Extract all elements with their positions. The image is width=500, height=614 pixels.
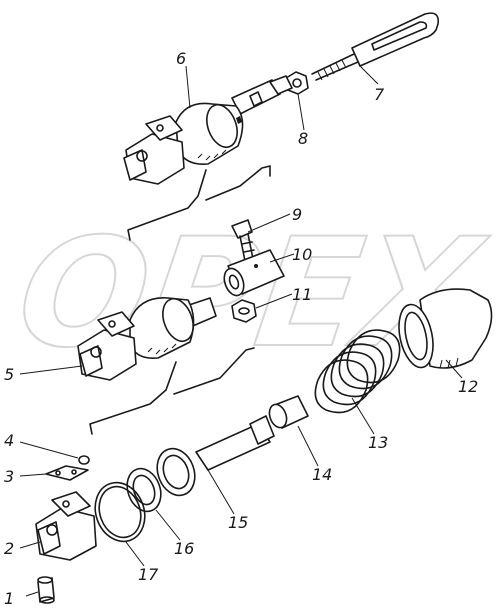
part-11-nut: [231, 299, 257, 323]
callout-3: 3: [4, 467, 14, 486]
callout-17: 17: [138, 565, 159, 584]
part-17-o-ring: [94, 481, 146, 543]
callout-2: 2: [4, 539, 14, 558]
callout-11: 11: [292, 285, 312, 304]
callout-12: 12: [458, 377, 478, 396]
part-16-seal: [126, 467, 162, 513]
part-4-pin: [78, 455, 90, 465]
callout-labels: 1 2 3 4 5 6 7 8 9 10 11 12 13 14 15 16 1…: [4, 49, 478, 608]
part-14-bushing: [268, 395, 309, 429]
callout-14: 14: [312, 465, 332, 484]
part-7-fork-rod: [311, 12, 440, 81]
callout-4: 4: [4, 431, 14, 450]
part-3-plate: [45, 465, 89, 481]
leader-lines: [19, 65, 463, 597]
part-13-spring: [314, 329, 401, 414]
bracket-middle: [89, 347, 255, 435]
part-1-pin: [37, 576, 55, 604]
bracket-upper: [127, 165, 271, 241]
callout-13: 13: [368, 433, 388, 452]
part-9-bolt: [231, 219, 256, 267]
part-5-middle-assembly: [77, 297, 217, 381]
part-6-upper-assembly: [123, 75, 293, 185]
part-15-piston-rod: [156, 415, 275, 497]
part-2-end-fitting: [35, 491, 97, 561]
part-12-cover: [398, 288, 493, 369]
callout-8: 8: [298, 129, 308, 148]
callout-9: 9: [292, 205, 302, 224]
callout-5: 5: [4, 365, 14, 384]
callout-15: 15: [228, 513, 248, 532]
part-10-sleeve: [223, 249, 285, 297]
callout-6: 6: [176, 49, 186, 68]
callout-16: 16: [174, 539, 194, 558]
callout-10: 10: [292, 245, 312, 264]
callout-1: 1: [4, 589, 14, 608]
callout-7: 7: [374, 85, 385, 104]
